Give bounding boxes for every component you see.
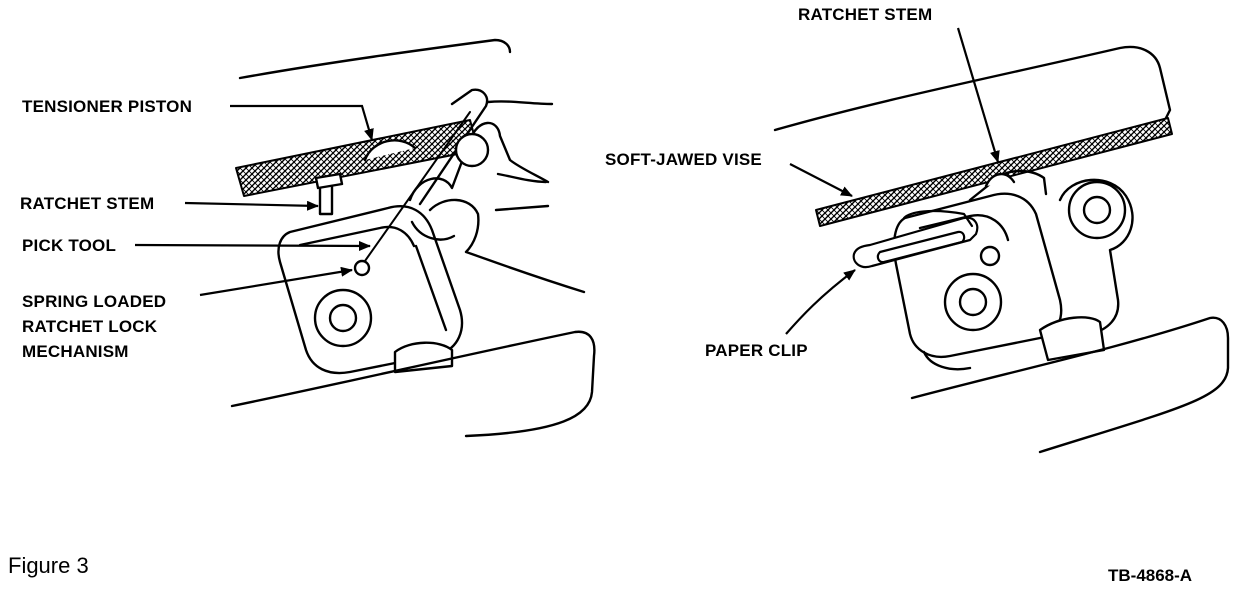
label-spring-loaded: SPRING LOADED — [22, 292, 167, 311]
left-upper-jaw — [238, 38, 512, 80]
left-lower-jaw — [230, 330, 596, 438]
reference-code: TB-4868-A — [1108, 566, 1193, 585]
leader-ratchet-stem-right — [956, 27, 1000, 163]
label-ratchet-stem-left: RATCHET STEM — [20, 194, 155, 213]
ratchet-lock-hole — [353, 259, 371, 277]
paper-clip — [852, 209, 979, 269]
left-tensioner-illustration — [230, 38, 596, 438]
right-soft-jaw — [815, 117, 1173, 227]
leader-soft-jawed-vise — [789, 163, 853, 197]
label-paper-clip: PAPER CLIP — [705, 341, 808, 360]
leader-paper-clip — [785, 269, 856, 335]
label-tensioner-piston: TENSIONER PISTON — [22, 97, 193, 116]
leader-tensioner-piston — [230, 104, 374, 141]
label-pick-tool: PICK TOOL — [22, 236, 117, 255]
leader-pick-tool — [134, 240, 371, 251]
figure-caption: Figure 3 — [8, 553, 89, 578]
right-lower-jaw — [910, 316, 1230, 454]
right-upper-jaw — [773, 45, 1172, 132]
label-soft-jawed-vise: SOFT-JAWED VISE — [605, 150, 762, 169]
right-tensioner-illustration — [773, 45, 1230, 454]
label-mechanism: MECHANISM — [22, 342, 129, 361]
leader-spring-lock — [199, 266, 353, 297]
label-ratchet-lock: RATCHET LOCK — [22, 317, 158, 336]
label-ratchet-stem-right: RATCHET STEM — [798, 5, 933, 24]
leader-ratchet-stem-left — [184, 200, 319, 211]
